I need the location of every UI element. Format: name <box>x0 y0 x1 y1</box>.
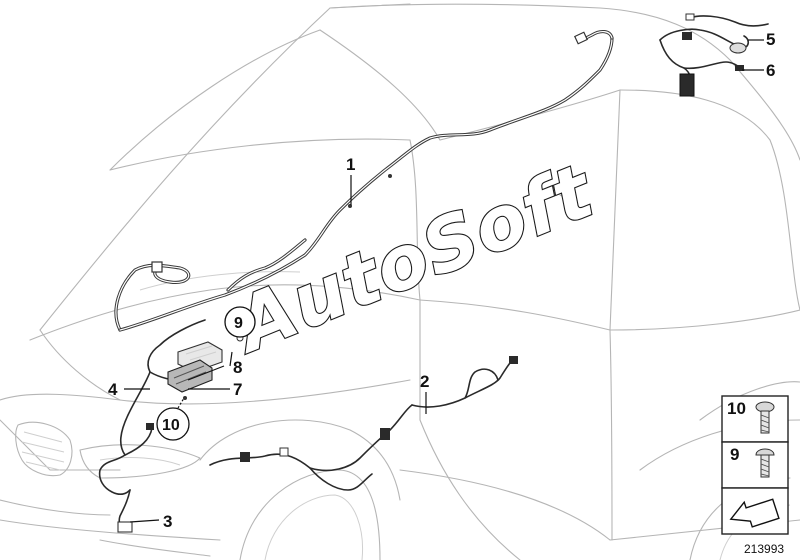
diagram-reference-number: 213993 <box>744 542 784 556</box>
harness-5-6-rear <box>659 13 769 97</box>
callout-10-circle <box>156 407 190 441</box>
harness-2-door <box>209 356 518 491</box>
callout-9: 9 <box>234 315 243 332</box>
callout-10: 10 <box>162 417 180 434</box>
callout-2: 2 <box>420 372 429 391</box>
harness-3-4-front <box>98 319 206 533</box>
harness-1-roof <box>114 30 614 332</box>
orientation-arrow-icon <box>729 498 780 528</box>
legend-label-10: 10 <box>727 399 746 418</box>
car-body-outline <box>0 3 800 560</box>
callout-3: 3 <box>163 512 172 531</box>
control-unit-module <box>167 334 244 400</box>
leader-lines <box>124 39 764 523</box>
callout-6: 6 <box>766 61 775 80</box>
parts-legend: 10 9 <box>721 395 789 535</box>
callout-7: 7 <box>233 380 242 399</box>
callout-5: 5 <box>766 30 775 49</box>
legend-box-9 <box>721 441 789 489</box>
legend-label-9: 9 <box>730 445 739 464</box>
callout-4: 4 <box>108 380 118 399</box>
callout-1: 1 <box>346 155 355 174</box>
callout-9-circle <box>224 306 256 338</box>
bolt-round-head-icon <box>755 448 775 478</box>
callout-8: 8 <box>233 358 242 377</box>
bolt-flat-head-icon <box>755 401 775 434</box>
